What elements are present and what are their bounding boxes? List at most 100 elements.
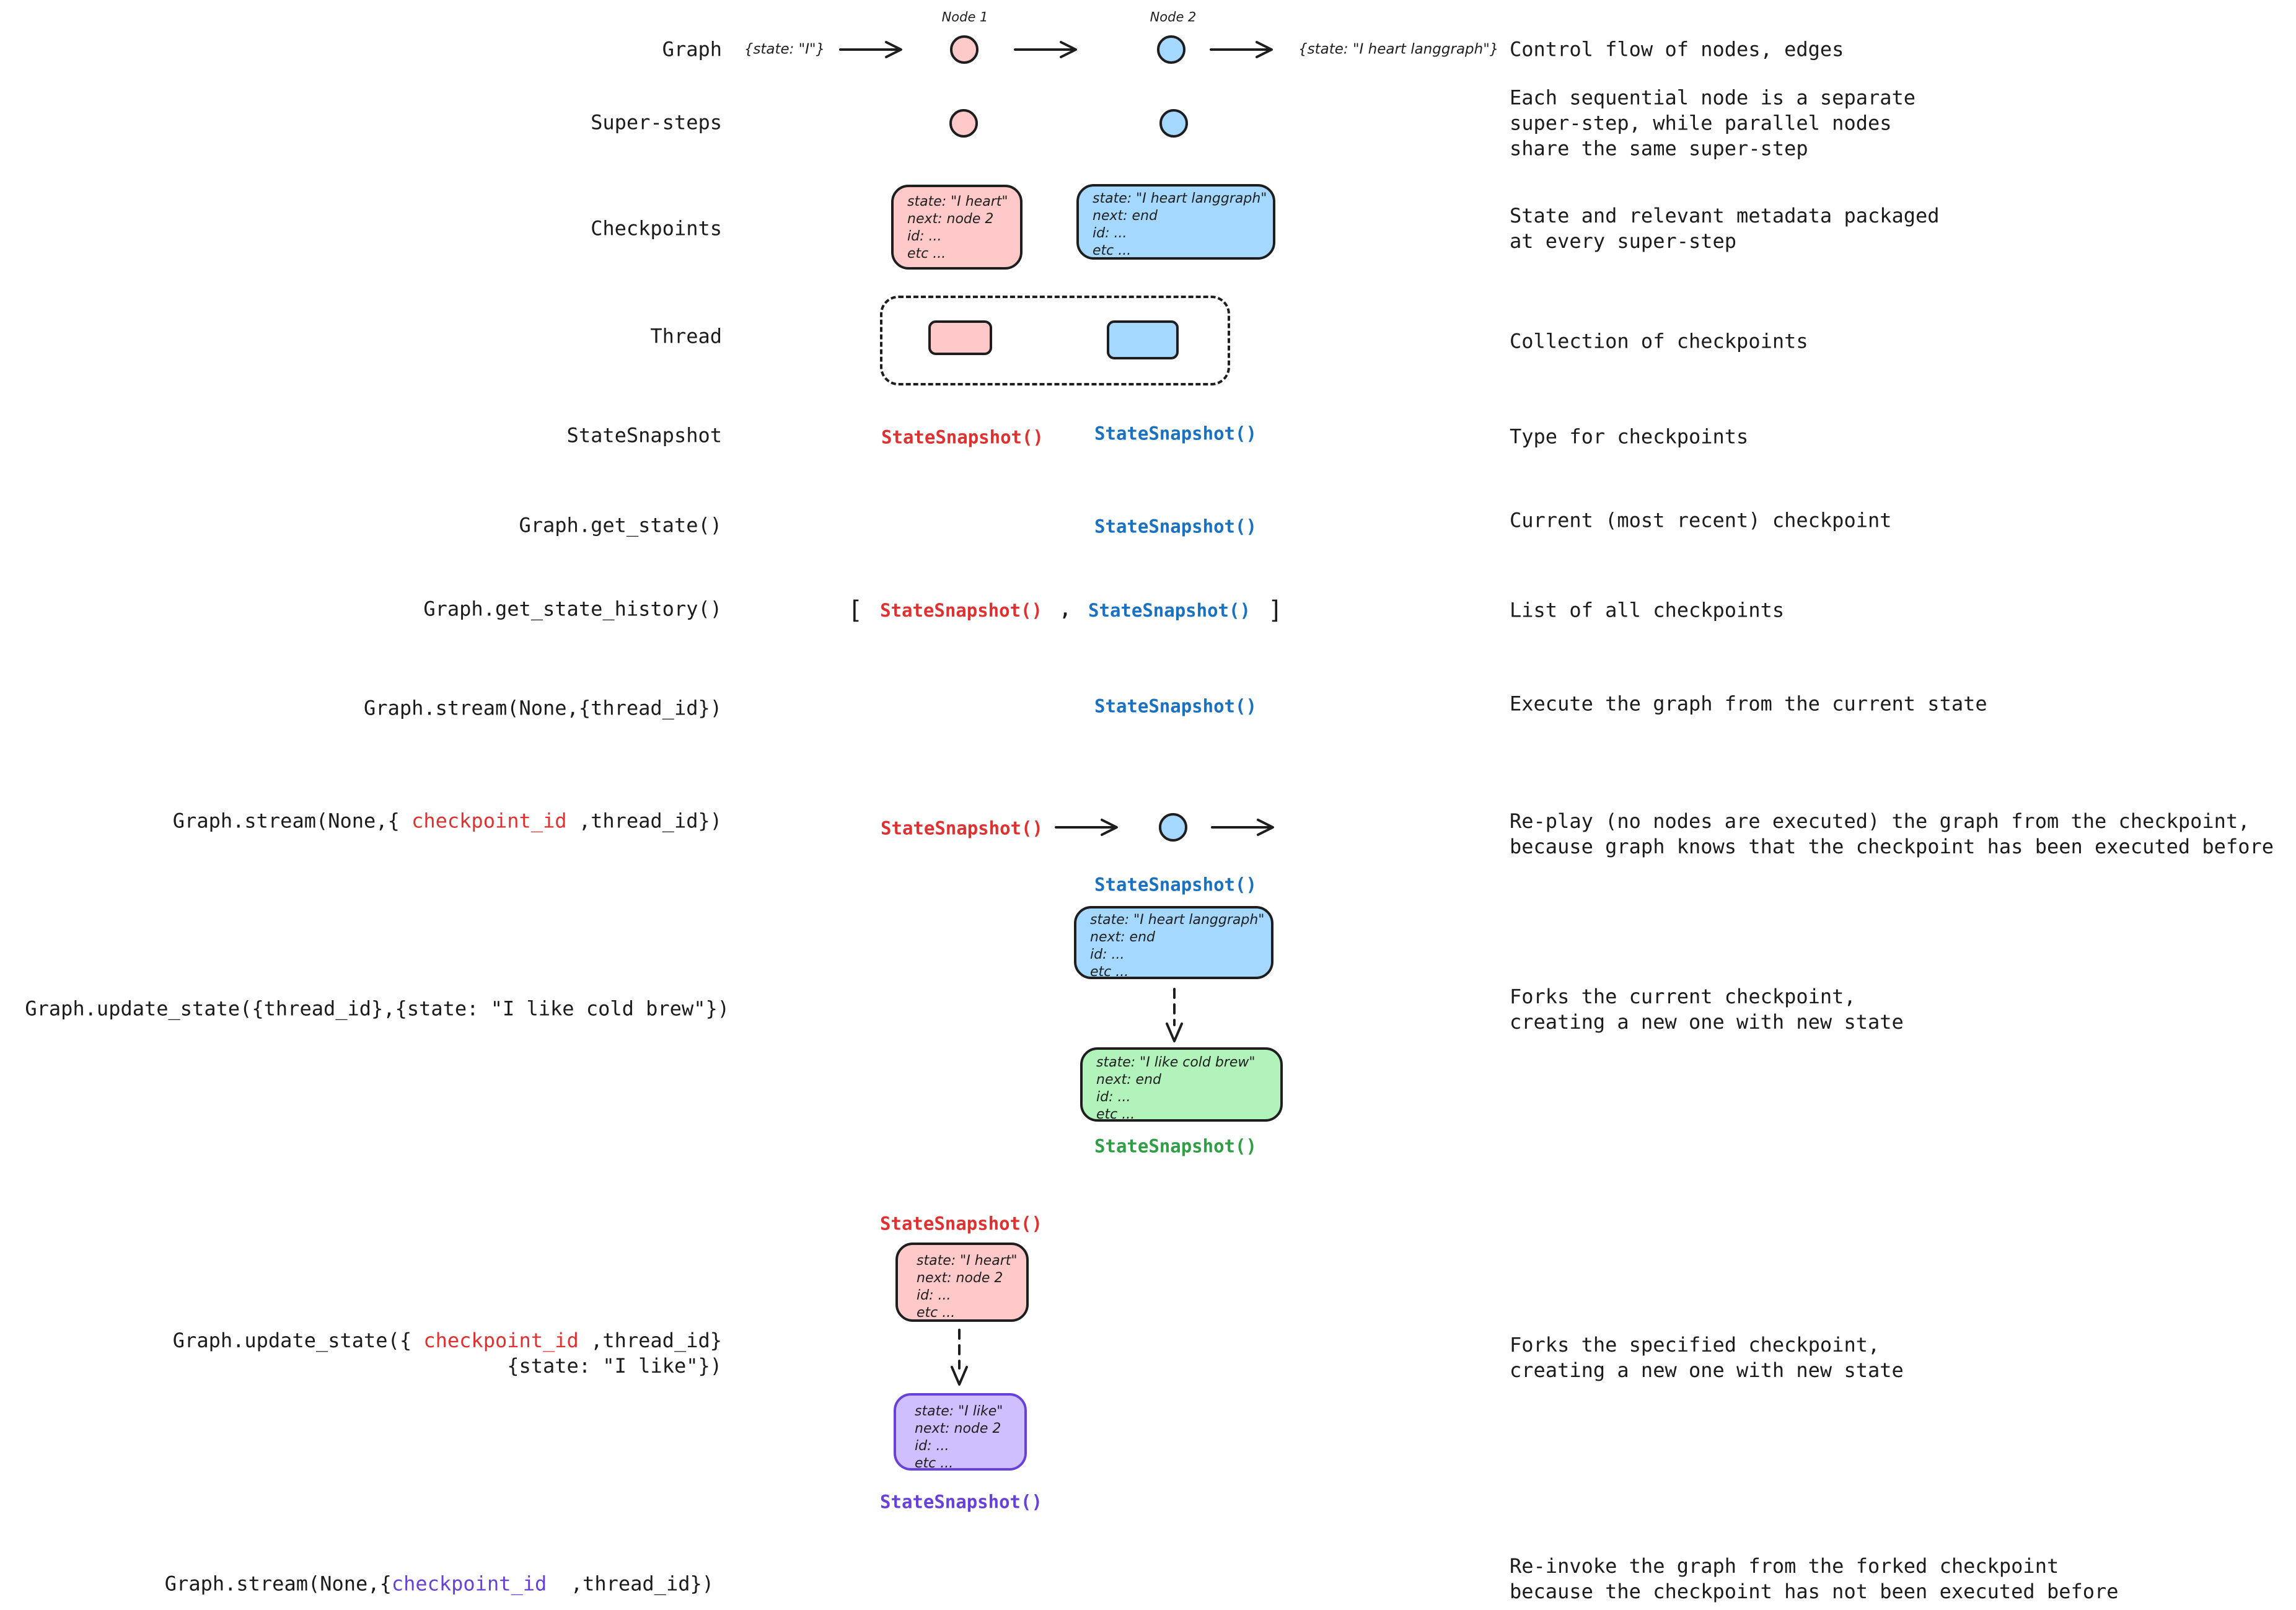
row-label-get-state-history: Graph.get_state_history() xyxy=(423,597,722,621)
row-label-checkpoints: Checkpoints xyxy=(591,216,722,240)
statesnapshot-call-red: StateSnapshot() xyxy=(881,426,1044,448)
description-reinvoke: Re-invoke the graph from the forked chec… xyxy=(1510,1554,2119,1604)
card-line: state: "I heart langgraph" xyxy=(1093,191,1267,206)
card-line: state: "I heart langgraph" xyxy=(1090,912,1265,928)
checkpoint-id-token: checkpoint_id xyxy=(391,1572,547,1596)
card-line: next: node 2 xyxy=(907,211,994,227)
label-segment: ,thread_id}) xyxy=(547,1572,714,1596)
statesnapshot-call-red: StateSnapshot() xyxy=(880,1213,1042,1234)
card-line: next: node 2 xyxy=(915,1421,1001,1436)
checkpoint-id-token: checkpoint_id xyxy=(423,1329,579,1352)
description-line: super-step, while parallel nodes xyxy=(1510,111,1892,135)
card-line: id: ... xyxy=(907,229,942,244)
card-line: id: ... xyxy=(915,1438,949,1454)
node1-circle xyxy=(950,35,979,64)
statesnapshot-call-purple: StateSnapshot() xyxy=(880,1491,1042,1513)
list-comma: , xyxy=(1059,599,1071,621)
card-line: next: end xyxy=(1093,208,1158,224)
card-line: etc ... xyxy=(907,246,946,262)
card-line: next: end xyxy=(1096,1072,1161,1088)
card-line: id: ... xyxy=(1096,1089,1131,1105)
row-label-get-state: Graph.get_state() xyxy=(519,513,722,537)
snapshot-list: [ StateSnapshot() , StateSnapshot() ] xyxy=(848,598,1283,623)
description-checkpoints: State and relevant metadata packaged at … xyxy=(1510,203,1940,254)
fork-source-card-pink: state: "I heart" next: node 2 id: ... et… xyxy=(895,1243,1029,1322)
edge-arrow-icon xyxy=(1211,819,1274,836)
description-line: Forks the current checkpoint, xyxy=(1510,985,1856,1008)
description-line: creating a new one with new state xyxy=(1510,1358,1904,1382)
label-line: Graph.update_state({ checkpoint_id ,thre… xyxy=(173,1328,722,1353)
card-line: etc ... xyxy=(1093,243,1132,258)
statesnapshot-call-red: StateSnapshot() xyxy=(881,817,1043,839)
statesnapshot-call-blue: StateSnapshot() xyxy=(1094,423,1257,444)
description-line: Each sequential node is a separate xyxy=(1510,86,1916,110)
card-line: state: "I like" xyxy=(915,1404,1003,1419)
fork-source-card-blue: state: "I heart langgraph" next: end id:… xyxy=(1074,906,1273,980)
edge-arrow-icon xyxy=(1055,819,1118,836)
description-fork-specified: Forks the specified checkpoint, creating… xyxy=(1510,1332,1904,1383)
row-label-update-state-specified: Graph.update_state({ checkpoint_id ,thre… xyxy=(173,1328,722,1379)
replay-node-circle xyxy=(1159,813,1187,842)
card-line: state: "I like cold brew" xyxy=(1096,1055,1256,1070)
row-label-statesnapshot: StateSnapshot xyxy=(566,423,722,447)
statesnapshot-call-red: StateSnapshot() xyxy=(880,599,1042,621)
label-segment: ,thread_id}) xyxy=(566,809,722,833)
label-line: {state: "I like"}) xyxy=(507,1354,722,1378)
card-line: etc ... xyxy=(917,1305,956,1321)
fork-arrow-icon xyxy=(1166,988,1183,1042)
card-line: etc ... xyxy=(1096,1107,1135,1122)
description-line: Forks the specified checkpoint, xyxy=(1510,1333,1880,1357)
description-statesnapshot: Type for checkpoints xyxy=(1510,424,1749,449)
card-line: etc ... xyxy=(915,1456,954,1471)
statesnapshot-call-blue: StateSnapshot() xyxy=(1088,599,1251,621)
card-line: id: ... xyxy=(1093,226,1127,241)
fork-result-card-purple: state: "I like" next: node 2 id: ... etc… xyxy=(894,1393,1027,1471)
label-segment: Graph.stream(None,{ xyxy=(172,809,412,833)
fork-arrow-icon xyxy=(951,1329,968,1386)
row-label-super-steps: Super-steps xyxy=(591,110,722,134)
edge-arrow-icon xyxy=(1210,41,1273,58)
row-label-reinvoke: Graph.stream(None,{checkpoint_id ,thread… xyxy=(117,1546,714,1610)
description-thread: Collection of checkpoints xyxy=(1510,329,1808,353)
description-replay: Re-play (no nodes are executed) the grap… xyxy=(1510,809,2274,860)
input-state-annotation: {state: "I"} xyxy=(744,41,825,58)
label-segment: Graph.update_state({ xyxy=(172,1329,424,1352)
row-label-update-state-current: Graph.update_state({thread_id},{state: "… xyxy=(25,996,729,1021)
statesnapshot-call-blue: StateSnapshot() xyxy=(1094,874,1257,895)
card-line: next: end xyxy=(1090,930,1155,945)
description-line: because graph knows that the checkpoint … xyxy=(1510,835,2274,858)
row-label-replay: Graph.stream(None,{ checkpoint_id ,threa… xyxy=(125,783,722,860)
label-segment: ,thread_id} xyxy=(578,1329,722,1352)
node1-label: Node 1 xyxy=(941,9,988,25)
description-stream: Execute the graph from the current state xyxy=(1510,692,1987,716)
card-line: state: "I heart" xyxy=(917,1253,1018,1269)
description-super-steps: Each sequential node is a separate super… xyxy=(1510,86,1916,162)
description-get-state: Current (most recent) checkpoint xyxy=(1510,508,1892,532)
card-line: id: ... xyxy=(1090,947,1125,962)
description-line: because the checkpoint has not been exec… xyxy=(1510,1580,2119,1603)
edge-arrow-icon xyxy=(1014,41,1077,58)
node2-label: Node 2 xyxy=(1150,9,1197,25)
card-line: id: ... xyxy=(917,1288,951,1303)
thread-checkpoint-pink xyxy=(928,320,992,355)
row-label-stream: Graph.stream(None,{thread_id}) xyxy=(364,696,722,720)
statesnapshot-call-green: StateSnapshot() xyxy=(1094,1135,1257,1157)
description-graph: Control flow of nodes, edges xyxy=(1510,37,1844,61)
row-label-thread: Thread xyxy=(650,324,722,348)
checkpoint-id-token: checkpoint_id xyxy=(411,809,567,833)
thread-checkpoint-blue xyxy=(1107,320,1179,359)
statesnapshot-call-blue: StateSnapshot() xyxy=(1094,516,1257,537)
edge-arrow-icon xyxy=(839,41,902,58)
description-line: creating a new one with new state xyxy=(1510,1010,1904,1034)
superstep2-circle xyxy=(1159,109,1188,138)
description-line: Re-invoke the graph from the forked chec… xyxy=(1510,1554,2059,1578)
thread-dashed-container xyxy=(880,296,1230,385)
checkpoint-card-pink: state: "I heart" next: node 2 id: ... et… xyxy=(891,185,1023,270)
description-fork-current: Forks the current checkpoint, creating a… xyxy=(1510,984,1904,1035)
fork-result-card-green: state: "I like cold brew" next: end id: … xyxy=(1080,1047,1283,1122)
close-bracket: ] xyxy=(1267,596,1283,625)
statesnapshot-call-blue: StateSnapshot() xyxy=(1094,695,1257,717)
output-state-annotation: {state: "I heart langgraph"} xyxy=(1298,41,1499,58)
card-line: state: "I heart" xyxy=(907,194,1008,209)
